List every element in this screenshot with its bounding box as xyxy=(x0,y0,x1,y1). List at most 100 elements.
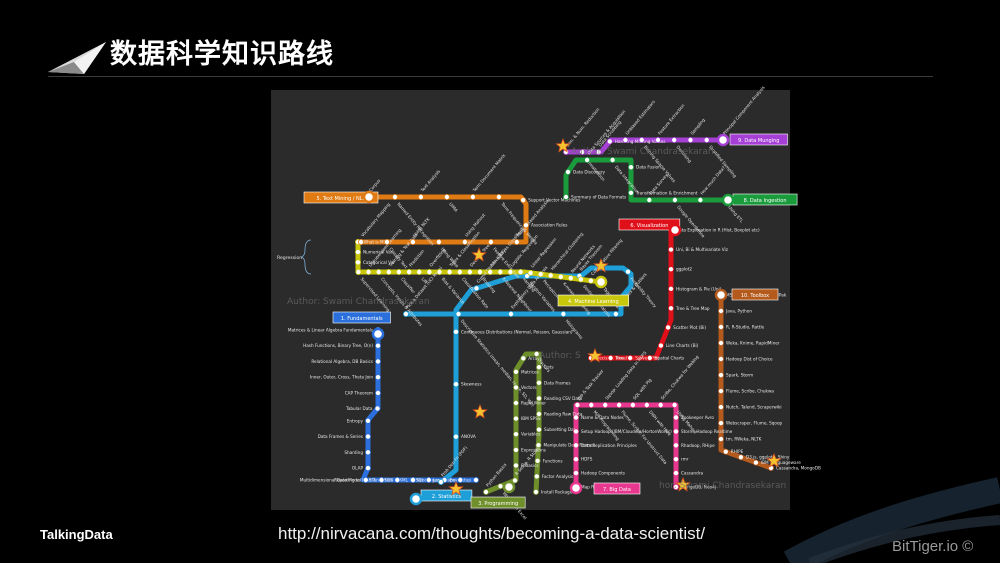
visualization-station-dot[interactable] xyxy=(667,285,674,292)
fundamentals-station-dot[interactable] xyxy=(394,476,401,483)
big-data-station-dot[interactable] xyxy=(629,401,636,408)
big-data-station-dot[interactable] xyxy=(572,414,579,421)
visualization-station-dot[interactable] xyxy=(627,354,634,361)
toolbox-station-dot[interactable] xyxy=(737,454,744,461)
visualization-station-dot[interactable] xyxy=(667,266,674,273)
data-ingestion-station-dot[interactable] xyxy=(697,197,704,204)
big-data-station-dot[interactable] xyxy=(657,401,664,408)
big-data-station-dot[interactable] xyxy=(588,401,595,408)
machine-learning-station-dot[interactable] xyxy=(355,249,362,256)
toolbox-station-dot[interactable] xyxy=(717,404,724,411)
data-ingestion-station-dot[interactable] xyxy=(584,157,591,164)
data-ingestion-station-dot[interactable] xyxy=(562,194,569,201)
fundamentals-station-dot[interactable] xyxy=(375,358,382,365)
statistics-station-dot[interactable] xyxy=(402,310,409,317)
machine-learning-station-dot[interactable] xyxy=(476,268,483,275)
machine-learning-station-dot[interactable] xyxy=(385,268,392,275)
data-munging-station-dot[interactable] xyxy=(687,137,694,144)
machine-learning-station-dot[interactable] xyxy=(466,268,473,275)
toolbox-station-dot[interactable] xyxy=(717,355,724,362)
machine-learning-station-dot[interactable] xyxy=(355,268,362,275)
data-munging-station-dot[interactable] xyxy=(579,149,586,156)
fundamentals-station-dot[interactable] xyxy=(362,476,369,483)
text-mining-badge[interactable] xyxy=(303,191,379,204)
statistics-station-dot[interactable] xyxy=(612,310,619,317)
machine-learning-station-dot[interactable] xyxy=(547,272,554,279)
visualization-station-dot[interactable] xyxy=(667,305,674,312)
programming-station-dot[interactable] xyxy=(535,410,542,417)
fundamentals-station-dot[interactable] xyxy=(365,465,372,472)
visualization-badge[interactable] xyxy=(618,218,681,231)
big-data-station-dot[interactable] xyxy=(672,483,679,490)
big-data-badge[interactable] xyxy=(593,482,641,495)
fundamentals-station-dot[interactable] xyxy=(374,405,381,412)
data-munging-badge[interactable] xyxy=(729,133,788,146)
big-data-station-dot[interactable] xyxy=(672,428,679,435)
programming-station-dot[interactable] xyxy=(533,350,540,357)
data-ingestion-station-dot[interactable] xyxy=(646,197,653,204)
text-mining-station-dot[interactable] xyxy=(435,238,442,245)
fundamentals-station-dot[interactable] xyxy=(457,476,464,483)
machine-learning-station-dot[interactable] xyxy=(416,268,423,275)
big-data-station-dot[interactable] xyxy=(672,414,679,421)
programming-station-dot[interactable] xyxy=(535,442,542,449)
fundamentals-station-dot[interactable] xyxy=(472,476,479,483)
programming-station-dot[interactable] xyxy=(512,384,519,391)
data-munging-station-dot[interactable] xyxy=(638,137,645,144)
big-data-station-dot[interactable] xyxy=(602,401,609,408)
data-munging-station-dot[interactable] xyxy=(671,137,678,144)
toolbox-station-dot[interactable] xyxy=(717,436,724,443)
programming-station-dot[interactable] xyxy=(535,364,542,371)
machine-learning-station-dot[interactable] xyxy=(365,268,372,275)
machine-learning-station-dot[interactable] xyxy=(507,268,514,275)
machine-learning-station-dot[interactable] xyxy=(395,268,402,275)
machine-learning-station-dot[interactable] xyxy=(517,268,524,275)
text-mining-station-dot[interactable] xyxy=(469,194,476,201)
data-ingestion-station-dot[interactable] xyxy=(671,197,678,204)
programming-station-dot[interactable] xyxy=(512,431,519,438)
statistics-station-dot[interactable] xyxy=(473,285,480,292)
programming-station-dot[interactable] xyxy=(535,379,542,386)
text-mining-station-dot[interactable] xyxy=(358,238,365,245)
statistics-station-dot[interactable] xyxy=(452,381,459,388)
text-mining-station-dot[interactable] xyxy=(384,238,391,245)
statistics-station-dot[interactable] xyxy=(455,310,462,317)
fundamentals-station-dot[interactable] xyxy=(425,476,432,483)
text-mining-station-dot[interactable] xyxy=(522,222,529,229)
programming-station-dot[interactable] xyxy=(534,457,541,464)
big-data-station-dot[interactable] xyxy=(572,442,579,449)
visualization-station-dot[interactable] xyxy=(646,354,653,361)
toolbox-station-dot[interactable] xyxy=(717,420,724,427)
visualization-station-dot[interactable] xyxy=(665,324,672,331)
data-munging-station-dot[interactable] xyxy=(654,137,661,144)
machine-learning-station-dot[interactable] xyxy=(446,268,453,275)
data-ingestion-station-dot[interactable] xyxy=(627,189,634,196)
fundamentals-station-dot[interactable] xyxy=(375,389,382,396)
programming-station-dot[interactable] xyxy=(512,399,519,406)
text-mining-station-dot[interactable] xyxy=(520,197,527,204)
fundamentals-station-dot[interactable] xyxy=(409,476,416,483)
visualization-station-dot[interactable] xyxy=(657,342,664,349)
programming-station-dot[interactable] xyxy=(512,415,519,422)
machine-learning-station-dot[interactable] xyxy=(436,268,443,275)
text-mining-station-dot[interactable] xyxy=(487,238,494,245)
data-munging-station-dot[interactable] xyxy=(606,138,613,145)
text-mining-station-dot[interactable] xyxy=(461,238,468,245)
programming-station-dot[interactable] xyxy=(497,483,504,490)
statistics-station-dot[interactable] xyxy=(624,268,631,275)
programming-station-dot[interactable] xyxy=(512,368,519,375)
programming-station-dot[interactable] xyxy=(511,477,518,484)
visualization-station-dot[interactable] xyxy=(607,354,614,361)
toolbox-station-dot[interactable] xyxy=(717,339,724,346)
data-munging-station-dot[interactable] xyxy=(703,137,710,144)
programming-station-dot[interactable] xyxy=(512,446,519,453)
data-ingestion-station-dot[interactable] xyxy=(564,169,571,176)
machine-learning-station-dot[interactable] xyxy=(527,269,534,276)
big-data-station-dot[interactable] xyxy=(671,401,678,408)
machine-learning-station-dot[interactable] xyxy=(497,268,504,275)
fundamentals-station-dot[interactable] xyxy=(365,417,372,424)
toolbox-station-dot[interactable] xyxy=(722,448,729,455)
text-mining-station-dot[interactable] xyxy=(495,194,502,201)
fundamentals-station-dot[interactable] xyxy=(365,433,372,440)
big-data-station-dot[interactable] xyxy=(672,442,679,449)
